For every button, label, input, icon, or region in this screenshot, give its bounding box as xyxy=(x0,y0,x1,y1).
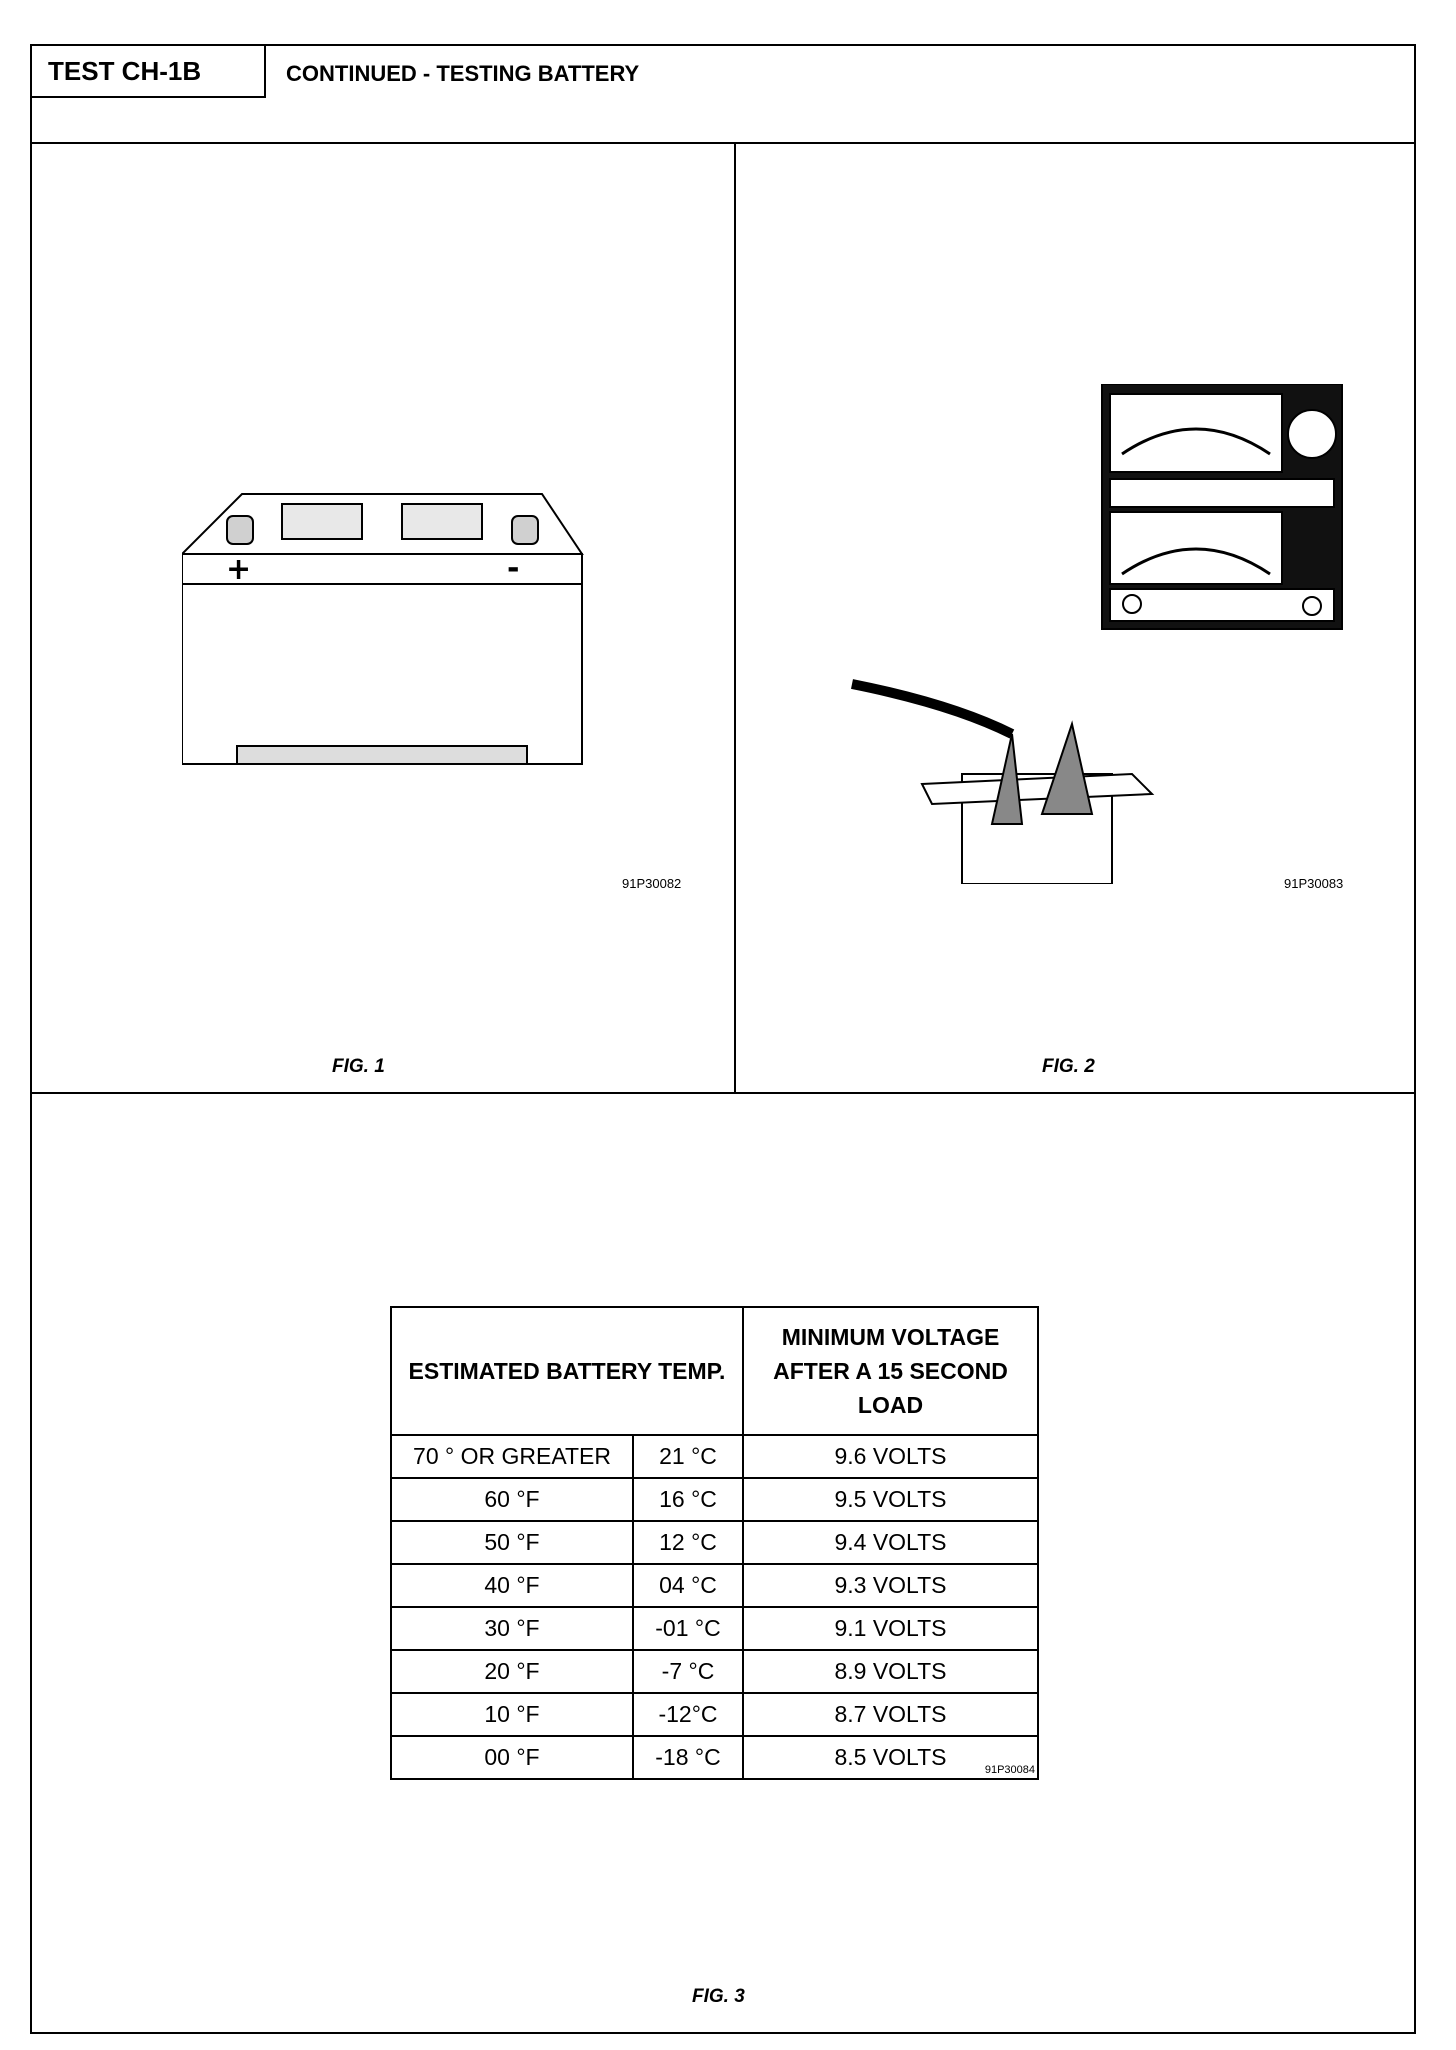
table-header-row: ESTIMATED BATTERY TEMP. MINIMUM VOLTAGE … xyxy=(390,1306,1039,1436)
test-id: TEST CH-1B xyxy=(32,46,266,98)
temp-c-cell: 04 °C xyxy=(632,1563,744,1608)
temp-f-cell: 70 ° OR GREATER xyxy=(390,1434,634,1479)
fig3-code: 91P30084 xyxy=(984,1764,1035,1776)
temp-c-cell: -01 °C xyxy=(632,1606,744,1651)
page-title: CONTINUED - TESTING BATTERY xyxy=(286,61,640,86)
temp-f-cell: 60 °F xyxy=(390,1477,634,1522)
temp-f-cell: 20 °F xyxy=(390,1649,634,1694)
temp-f-cell: 00 °F xyxy=(390,1735,634,1780)
voltage-cell: 9.4 VOLTS xyxy=(742,1520,1039,1565)
temp-c-cell: -12°C xyxy=(632,1692,744,1737)
battery-illustration: + - xyxy=(182,493,584,765)
temp-f-cell: 30 °F xyxy=(390,1606,634,1651)
temp-header: ESTIMATED BATTERY TEMP. xyxy=(390,1306,744,1436)
plus-sign: + xyxy=(226,552,251,587)
temp-f-cell: 50 °F xyxy=(390,1520,634,1565)
voltage-cell: 9.6 VOLTS xyxy=(742,1434,1039,1479)
temp-f-cell: 40 °F xyxy=(390,1563,634,1608)
fig3-caption: FIG. 3 xyxy=(692,1986,745,2007)
minus-sign: - xyxy=(507,551,519,586)
voltage-cell: 8.7 VOLTS xyxy=(742,1692,1039,1737)
temp-c-cell: 21 °C xyxy=(632,1434,744,1479)
temp-c-cell: -7 °C xyxy=(632,1649,744,1694)
temp-c-cell: 16 °C xyxy=(632,1477,744,1522)
voltage-cell: 9.1 VOLTS xyxy=(742,1606,1039,1651)
figure-divider xyxy=(734,144,736,1092)
fig2-code: 91P30083 xyxy=(1284,876,1344,891)
temp-c-cell: 12 °C xyxy=(632,1520,744,1565)
fig2-caption: FIG. 2 xyxy=(1042,1056,1095,1077)
battery-voltage-table: ESTIMATED BATTERY TEMP. MINIMUM VOLTAGE … xyxy=(390,1306,1039,1780)
voltage-cell: 9.5 VOLTS xyxy=(742,1477,1039,1522)
figure-row: + - 91P30082 FIG. 1 xyxy=(32,144,1414,1094)
voltage-cell: 9.3 VOLTS xyxy=(742,1563,1039,1608)
header: TEST CH-1B CONTINUED - TESTING BATTERY xyxy=(32,46,1414,144)
temp-f-cell: 10 °F xyxy=(390,1692,634,1737)
fig1-caption: FIG. 1 xyxy=(332,1056,385,1077)
fig1-code: 91P30082 xyxy=(622,876,682,891)
temp-c-cell: -18 °C xyxy=(632,1735,744,1780)
page-frame: TEST CH-1B CONTINUED - TESTING BATTERY +… xyxy=(30,44,1416,2034)
voltage-header: MINIMUM VOLTAGE AFTER A 15 SECOND LOAD xyxy=(742,1306,1039,1436)
battery-tester-illustration xyxy=(851,384,1343,884)
voltage-cell: 8.9 VOLTS xyxy=(742,1649,1039,1694)
